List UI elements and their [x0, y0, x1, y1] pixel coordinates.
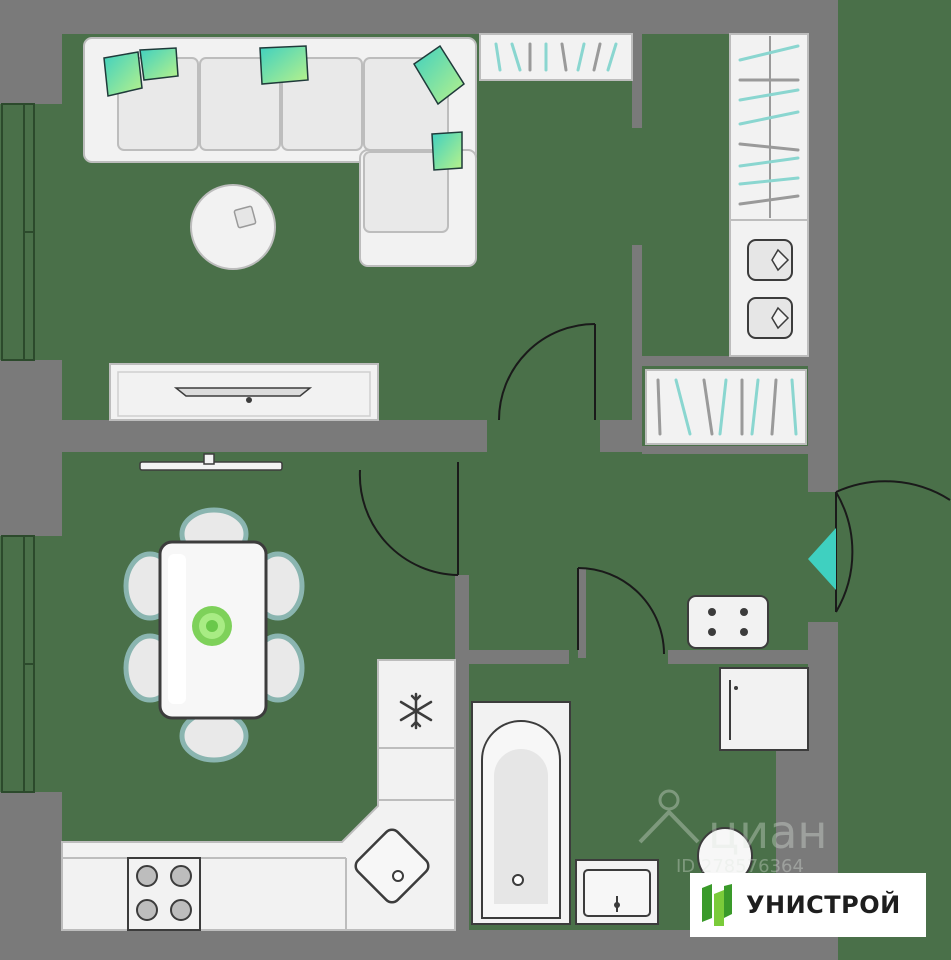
door-living: [498, 323, 596, 421]
tv-stand: [109, 363, 379, 421]
kitchen-sink-icon: [354, 828, 430, 904]
door-bathroom: [577, 567, 665, 655]
watermark-id-text: ID 278576364: [676, 856, 804, 877]
fridge-snowflake-icon: [399, 692, 433, 730]
watermark-logo-text: циан: [708, 805, 827, 859]
brand-name: УНИСТРОЙ: [746, 891, 901, 919]
plant-icon: [192, 606, 232, 646]
washing-machine: [719, 667, 809, 751]
washbasin-icon-2: [747, 297, 793, 339]
brand-logo: УНИСТРОЙ: [690, 873, 926, 937]
window-living: [1, 103, 35, 361]
bench: [687, 595, 769, 649]
dining-table: [158, 540, 268, 720]
pillows: [103, 44, 465, 171]
entrance-arrow-icon: [808, 528, 836, 590]
washbasin: [575, 859, 659, 925]
wardrobe: [729, 33, 809, 357]
window-kitchen: [1, 535, 35, 793]
shelf-hallway: [645, 369, 807, 445]
shelf-top: [479, 33, 633, 81]
brand-mark-icon: [702, 884, 732, 926]
door-kitchen: [358, 462, 459, 576]
watermark: циан ID 278576364: [638, 789, 827, 877]
coffee-table: [190, 184, 276, 270]
tv: [139, 453, 283, 471]
stove-icon: [127, 857, 201, 931]
bathtub: [471, 701, 571, 925]
washbasin-icon: [747, 239, 793, 281]
